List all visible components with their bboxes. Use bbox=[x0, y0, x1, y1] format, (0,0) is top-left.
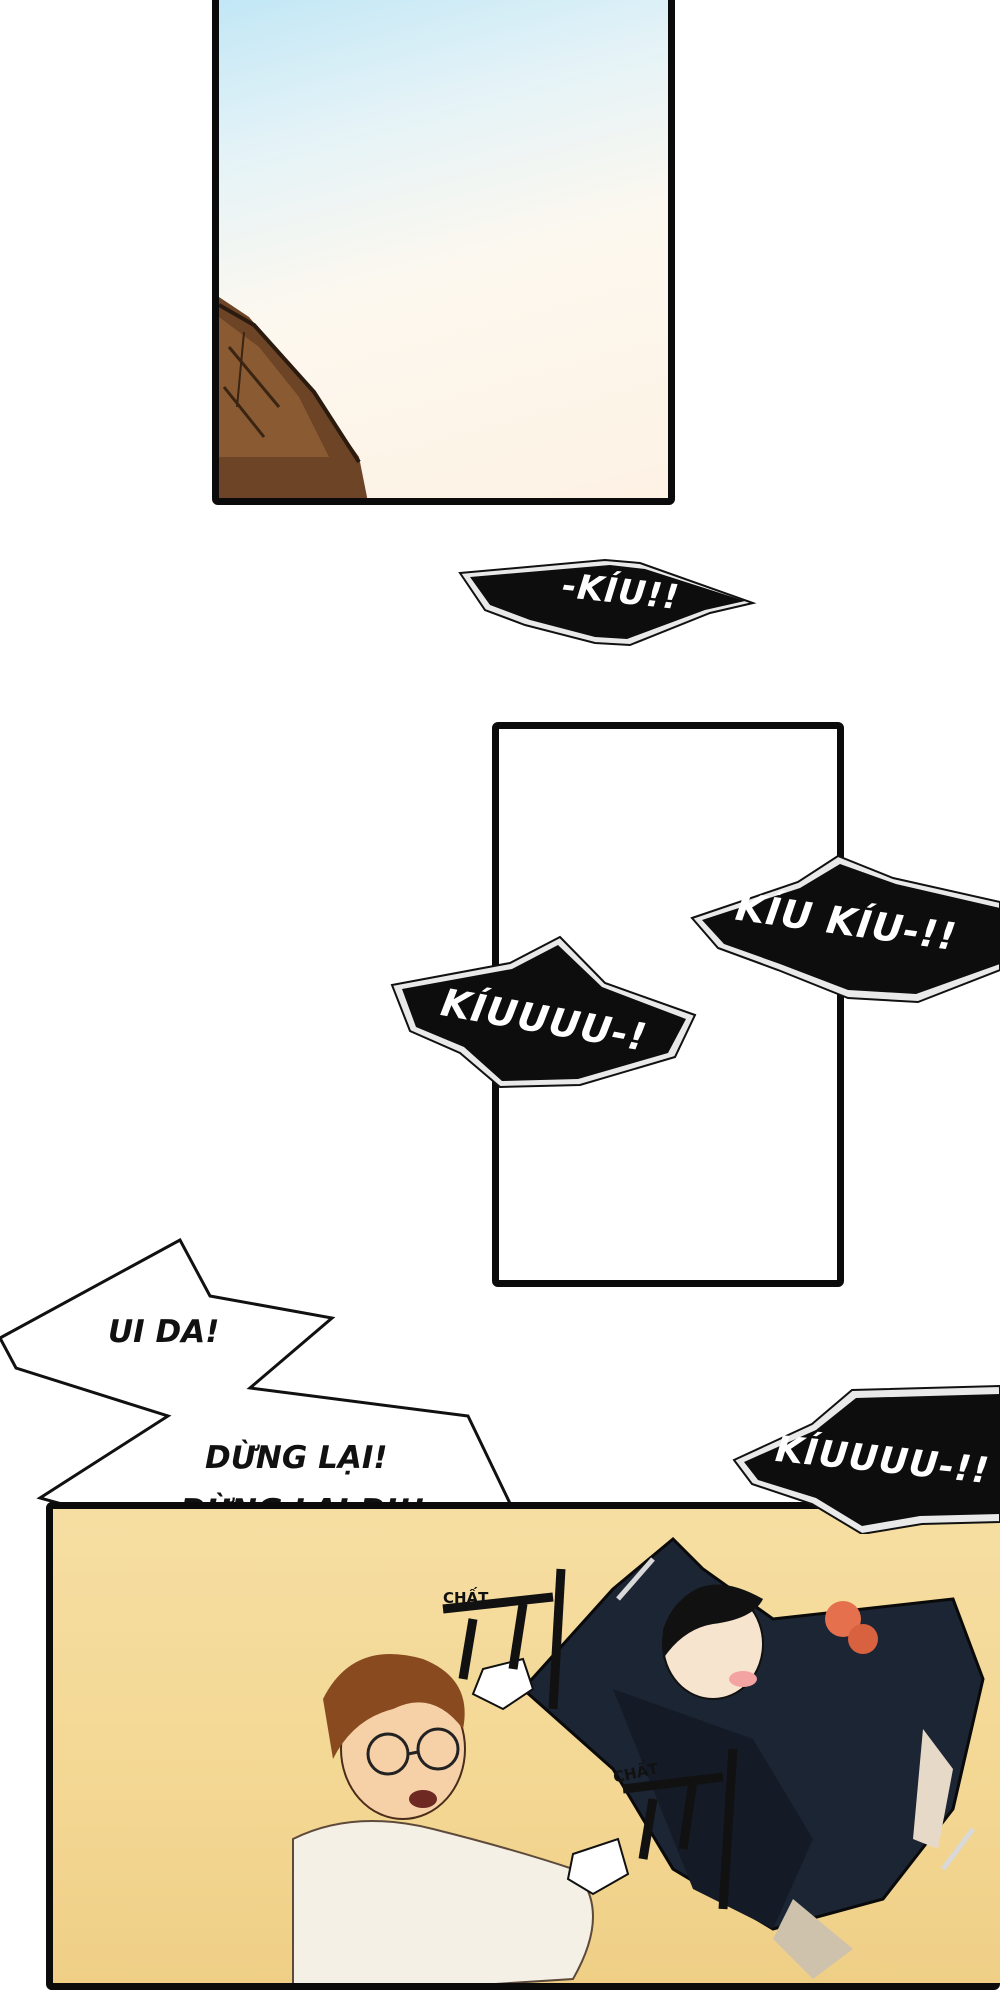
sky-panel bbox=[212, 0, 675, 505]
sfx-burst-2 bbox=[690, 854, 1000, 1004]
rooftop-illustration bbox=[219, 297, 368, 498]
scene-sfx-chat-1: CHẤT bbox=[443, 1589, 489, 1607]
girl-figure bbox=[520, 1536, 985, 1979]
sfx-burst-3 bbox=[390, 935, 697, 1089]
impact-strokes bbox=[442, 1568, 738, 1910]
scene-illustration bbox=[292, 1536, 985, 1983]
scene-panel: CHẤT CHẤT bbox=[46, 1502, 1000, 1990]
boy-figure bbox=[292, 1654, 594, 1983]
speech-line-2: DỪNG LẠI! bbox=[205, 1440, 388, 1476]
sfx-burst-4 bbox=[732, 1384, 1000, 1534]
sfx-burst-1 bbox=[458, 558, 757, 647]
speech-line-1: UI DA! bbox=[108, 1314, 220, 1350]
